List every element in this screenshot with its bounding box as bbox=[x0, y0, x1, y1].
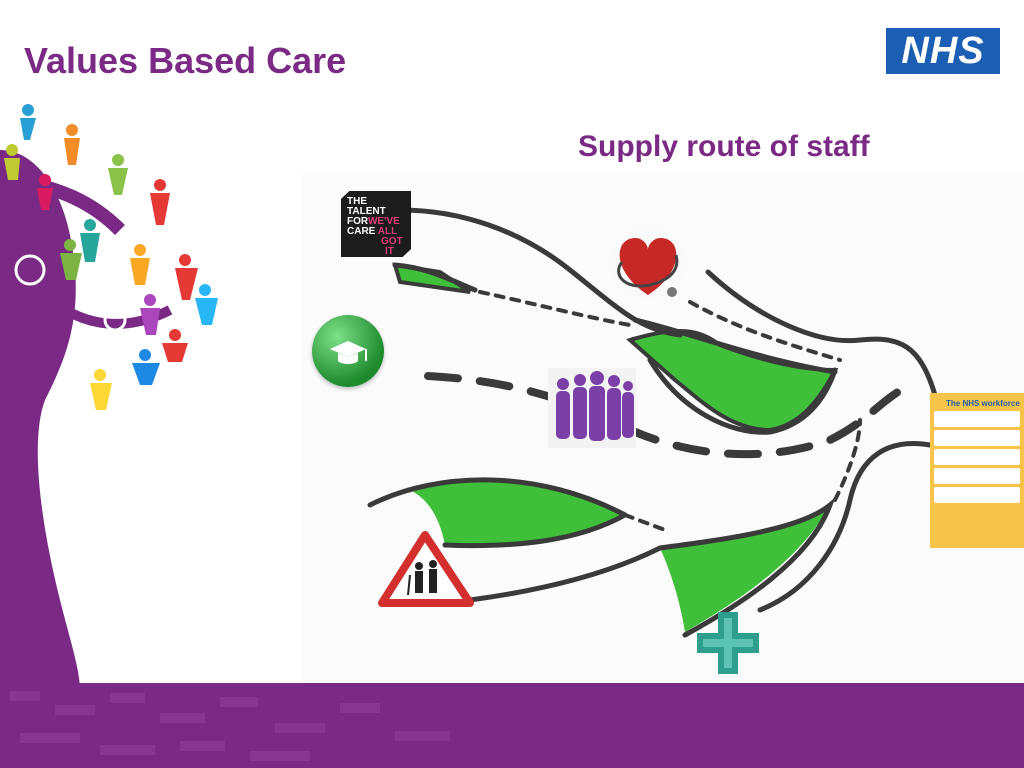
talent-for-care-badge: THE TALENT FORWE'VE CARE ALL GOT IT bbox=[341, 191, 411, 257]
tree-trunk bbox=[0, 150, 80, 690]
pharmacy-cross-icon bbox=[697, 612, 759, 674]
nhs-logo: NHS bbox=[886, 28, 1000, 74]
footer-band bbox=[0, 683, 1024, 768]
poster-title: The NHS workforce bbox=[946, 399, 1020, 408]
tree-people-icons bbox=[4, 104, 218, 410]
talent-line6: IT bbox=[385, 246, 394, 257]
poster-box bbox=[934, 411, 1020, 427]
elderly-warning-sign-icon bbox=[378, 531, 474, 607]
talent-line4b: ALL bbox=[377, 226, 398, 237]
talent-line1: THE bbox=[347, 196, 367, 207]
page-subtitle: Supply route of staff bbox=[578, 130, 870, 163]
graduation-cap-icon bbox=[312, 315, 384, 387]
footer-pattern bbox=[10, 691, 450, 761]
poster-box bbox=[934, 430, 1020, 446]
talent-line3: FOR bbox=[347, 216, 368, 227]
talent-line3b: WE'VE bbox=[367, 216, 400, 227]
poster-box bbox=[934, 468, 1020, 484]
poster-box bbox=[934, 449, 1020, 465]
people-group-icon bbox=[548, 368, 636, 448]
page-title: Values Based Care bbox=[24, 40, 347, 81]
talent-line4: CARE bbox=[347, 226, 376, 237]
poster-box bbox=[934, 487, 1020, 503]
heart-stethoscope-icon bbox=[610, 224, 686, 300]
talent-line5: GOT bbox=[381, 236, 403, 247]
talent-line2: TALENT bbox=[347, 206, 386, 217]
nhs-workforce-poster: The NHS workforce bbox=[930, 393, 1024, 548]
nhs-logo-text: NHS bbox=[901, 29, 985, 72]
